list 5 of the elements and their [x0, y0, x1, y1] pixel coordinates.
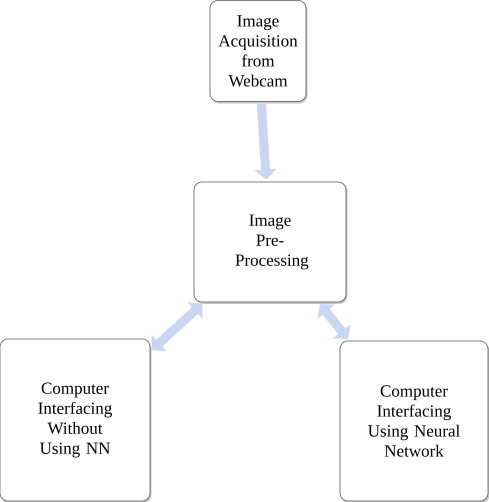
process-box: Image Pre-Processing: [194, 182, 348, 304]
process-box: Image Acquisition from Webcam: [210, 0, 308, 104]
process-box: Computer Interfacing Using Neural Network: [340, 340, 489, 502]
block-arrow: [152, 302, 203, 352]
process-box: Computer Interfacing Without Using NN: [0, 338, 152, 502]
